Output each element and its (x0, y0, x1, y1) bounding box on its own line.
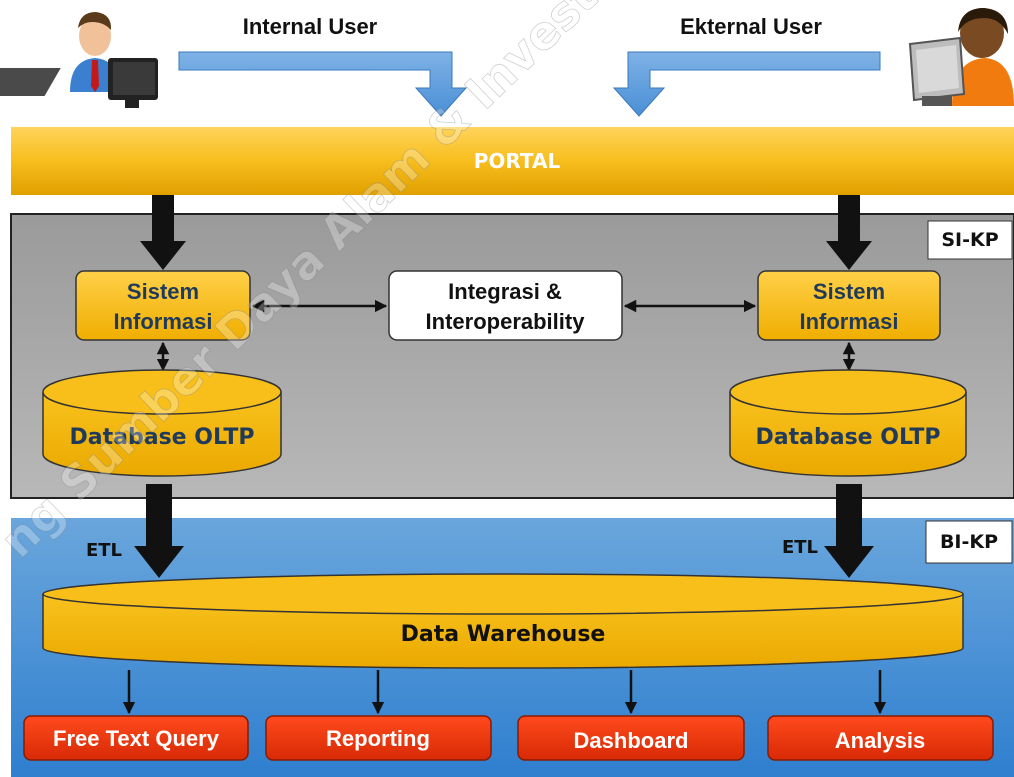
integration-label-line1: Integrasi & (448, 279, 562, 304)
left-database-cylinder (42, 369, 282, 477)
data-warehouse-cylinder (42, 573, 964, 669)
portal-bar (11, 127, 1014, 195)
integration-label-line2: Interoperability (426, 309, 586, 334)
portal-to-left-system-arrow (140, 195, 186, 270)
left-system-box (75, 270, 251, 341)
internal-user-arrow (178, 51, 468, 117)
output-label-dashboard: Dashboard (574, 728, 689, 753)
right-etl-arrow (824, 484, 874, 578)
si-kp-tag (927, 220, 1013, 260)
output-box-analysis (767, 715, 994, 761)
portal-to-right-system-arrow (826, 195, 872, 270)
right-system-box (757, 270, 941, 341)
right-database-cylinder (729, 369, 967, 477)
right-system-label-line1: Sistem (813, 279, 885, 304)
internal-user-icon (0, 12, 158, 108)
bi-kp-tag-label: BI-KP (940, 531, 998, 553)
output-label-analysis: Analysis (835, 728, 926, 753)
output-box-free-text-query (23, 715, 249, 761)
external-user-icon (908, 8, 1014, 106)
output-box-reporting (265, 715, 492, 761)
portal-label: PORTAL (474, 149, 561, 173)
external-user-label: Ekternal User (680, 14, 822, 39)
bi-kp-tag (925, 520, 1013, 564)
left-etl-arrow (134, 484, 184, 578)
external-user-arrow (612, 51, 881, 117)
right-system-label-line2: Informasi (799, 309, 898, 334)
integration-box (388, 270, 623, 341)
left-system-label-line2: Informasi (113, 309, 212, 334)
output-label-free-text-query: Free Text Query (53, 726, 220, 751)
right-etl-label: ETL (782, 537, 818, 558)
output-label-reporting: Reporting (326, 726, 430, 751)
data-warehouse-label: Data Warehouse (401, 622, 606, 647)
left-system-label-line1: Sistem (127, 279, 199, 304)
left-database-label: Database OLTP (70, 425, 255, 450)
right-database-label: Database OLTP (756, 425, 941, 450)
internal-user-label: Internal User (243, 14, 378, 39)
output-box-dashboard (517, 715, 745, 761)
left-etl-label: ETL (86, 540, 122, 561)
si-kp-tag-label: SI-KP (941, 229, 998, 251)
